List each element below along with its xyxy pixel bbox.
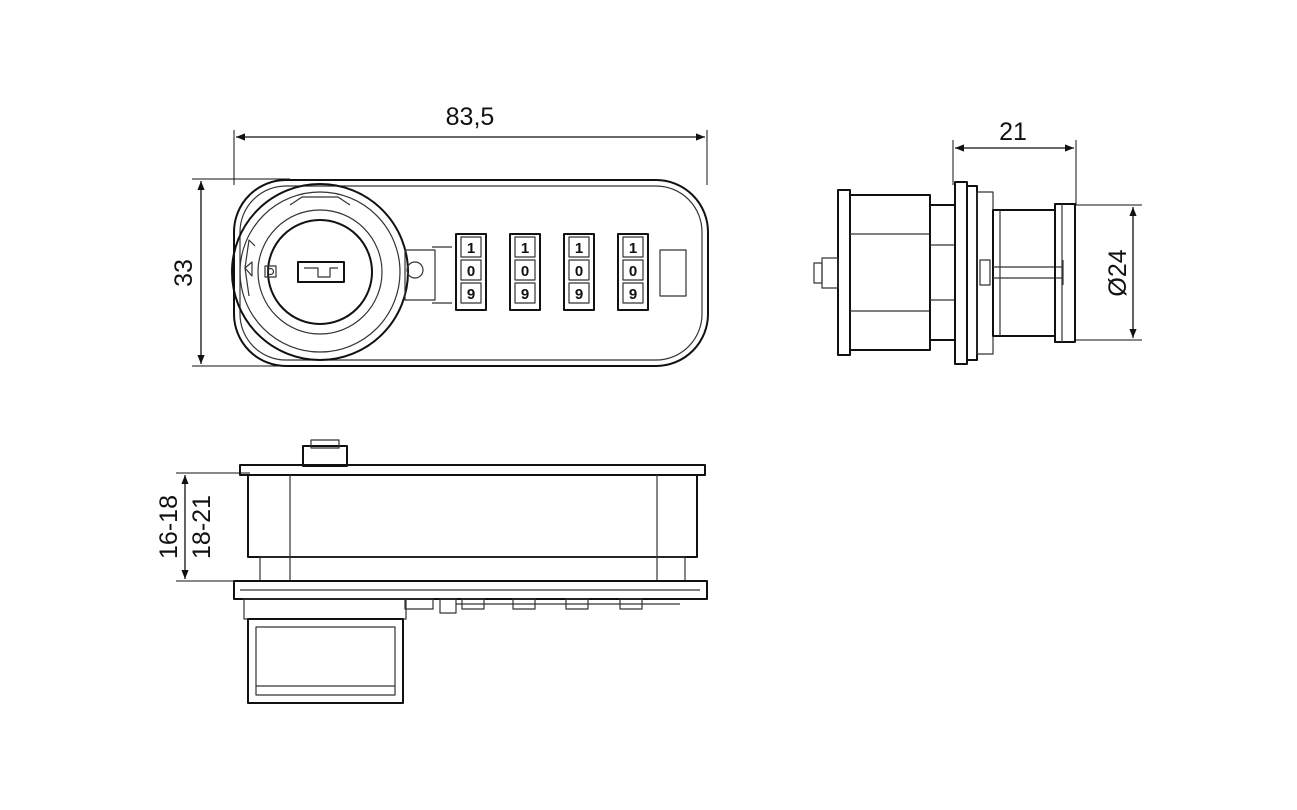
diameter-dimension-label: Ø24 [1104, 249, 1132, 296]
thickness-dimension: 16-18 18-21 [155, 472, 250, 582]
dial-digit-top: 1 [467, 240, 475, 257]
depth-dimension: 21 [952, 118, 1077, 205]
dial-digit-bottom: 9 [467, 286, 475, 303]
keyway [297, 261, 345, 283]
dial-digit-middle: 0 [521, 263, 529, 280]
side-cylinder [992, 209, 1056, 337]
combination-dial[interactable]: 1 0 9 [455, 233, 487, 311]
dial-digit-bottom: 9 [521, 286, 529, 303]
top-view: 16-18 18-21 [155, 439, 708, 704]
front-view: 83,5 33 [170, 103, 709, 367]
combination-dials: 1 0 9 1 0 9 1 0 9 1 0 9 [455, 233, 649, 311]
dial-digit-bottom: 9 [575, 286, 583, 303]
thickness-label-b: 18-21 [188, 495, 216, 559]
height-dimension-label: 33 [170, 259, 198, 287]
dial-digit-top: 1 [575, 240, 583, 257]
dial-digit-middle: 0 [629, 263, 637, 280]
diameter-dimension: Ø24 [1076, 204, 1142, 341]
depth-dimension-label: 21 [999, 118, 1027, 146]
combination-dial[interactable]: 1 0 9 [563, 233, 595, 311]
width-dimension-label: 83,5 [446, 103, 495, 131]
key-cylinder [231, 183, 409, 361]
lower-cylinder-block [247, 618, 404, 704]
dial-digit-bottom: 9 [629, 286, 637, 303]
dial-digit-middle: 0 [575, 263, 583, 280]
thickness-label-a: 16-18 [155, 495, 183, 559]
height-dimension: 33 [170, 178, 290, 367]
side-body [849, 194, 931, 351]
side-flange [837, 189, 851, 356]
dial-digit-top: 1 [629, 240, 637, 257]
combination-dial[interactable]: 1 0 9 [509, 233, 541, 311]
front-housing [233, 179, 709, 367]
dial-studs [404, 598, 680, 614]
combination-dial[interactable]: 1 0 9 [617, 233, 649, 311]
side-view: 21 Ø24 [813, 118, 1142, 365]
dial-digit-top: 1 [521, 240, 529, 257]
dial-digit-middle: 0 [467, 263, 475, 280]
width-dimension: 83,5 [233, 103, 708, 185]
